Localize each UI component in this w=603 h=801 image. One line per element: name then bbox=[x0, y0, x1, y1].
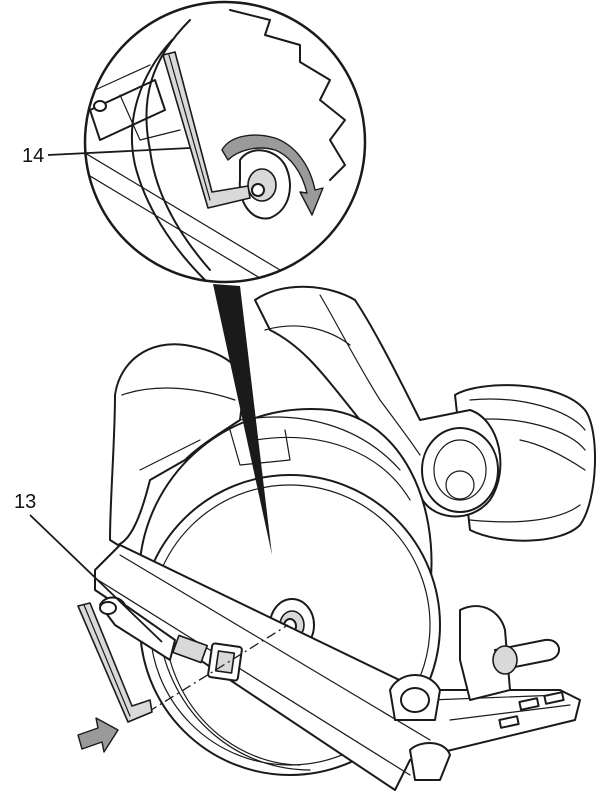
base-plate bbox=[94, 544, 581, 791]
callout-14: 14 bbox=[22, 145, 191, 167]
callout-label-14: 14 bbox=[22, 145, 44, 167]
motor-housing bbox=[454, 384, 596, 542]
callout-13: 13 bbox=[14, 491, 163, 643]
callout-14-leader-line bbox=[47, 147, 191, 156]
hex-key bbox=[77, 602, 153, 723]
magnifier-leader bbox=[213, 284, 272, 555]
wrench-holder bbox=[99, 596, 243, 682]
callout-label-13: 13 bbox=[14, 491, 36, 513]
upper-handle bbox=[254, 285, 502, 518]
detail-magnifier bbox=[83, 0, 367, 284]
circular-saw bbox=[77, 285, 596, 791]
callout-13-leader-line bbox=[29, 514, 163, 643]
push-arrow-icon bbox=[77, 717, 119, 753]
bevel-lever bbox=[389, 605, 560, 721]
alignment-axis-line bbox=[147, 624, 289, 713]
